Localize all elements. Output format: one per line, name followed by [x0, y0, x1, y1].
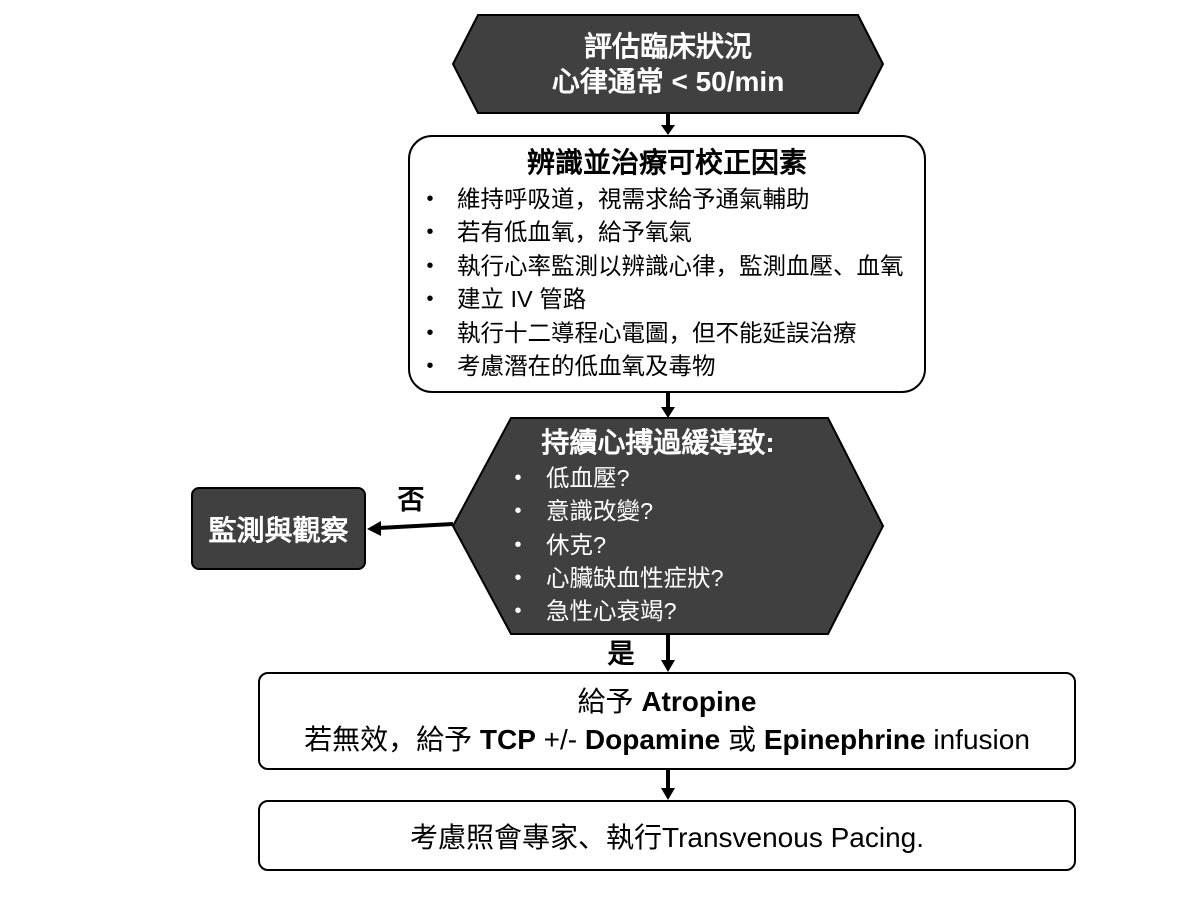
correctable-factor-item: 維持呼吸道，視需求給予通氣輔助: [420, 183, 904, 217]
decision-criterion-item: 急性心衰竭?: [508, 595, 724, 629]
no-branch-label: 否: [397, 485, 425, 515]
arrow-head: [661, 660, 675, 672]
drug-name-epinephrine: Epinephrine: [763, 724, 926, 755]
decision-criterion-item: 休克?: [508, 529, 724, 563]
arrow-decision-no-to-monitor: [367, 521, 454, 536]
correctable-factors-box: 辨識並治療可校正因素 維持呼吸道，視需求給予通氣輔助 若有低血氧，給予氧氣 執行…: [408, 135, 926, 393]
decision-title: 持續心搏過緩導致:: [541, 427, 775, 458]
arrow-head: [661, 788, 675, 800]
correctable-factor-item: 若有低血氧，給予氧氣: [420, 216, 904, 250]
arrow-start-to-correctable: [661, 113, 675, 135]
arrow-treatment-to-referral: [661, 770, 675, 800]
correctable-factor-item: 執行十二導程心電圖，但不能延誤治療: [420, 317, 904, 351]
correctable-factor-item: 執行心率監測以辨識心律，監測血壓、血氧: [420, 250, 904, 284]
treatment-text: infusion: [925, 724, 1030, 755]
decision-criterion-item: 心臟缺血性症狀?: [508, 562, 724, 596]
treatment-text: +/-: [535, 724, 585, 755]
arrow-head: [367, 521, 381, 536]
arrow-shaft: [378, 522, 454, 530]
correctable-factor-item: 建立 IV 管路: [420, 283, 904, 317]
correctable-factor-item: 考慮潛在的低血氧及毒物: [420, 350, 904, 384]
drug-name-atropine: Atropine: [641, 686, 757, 717]
arrow-head: [661, 125, 675, 135]
treatment-text: 給予: [577, 686, 642, 717]
referral-text: 考慮照會專家、執行Transvenous Pacing.: [410, 821, 924, 853]
treatment-fallback-line: 若無效，給予 TCP +/- Dopamine 或 Epinephrine in…: [304, 721, 1030, 759]
start-rhythm-criterion: 心律通常 < 50/min: [551, 66, 785, 97]
drug-name-dopamine: Dopamine: [584, 724, 721, 755]
correctable-factors-title: 辨識並治療可校正因素: [526, 147, 807, 178]
treatment-first-line: 給予 Atropine: [578, 683, 757, 721]
decision-criterion-item: 低血壓?: [508, 462, 724, 496]
decision-criterion-item: 意識改變?: [508, 495, 724, 529]
start-title: 評估臨床狀況: [583, 31, 752, 62]
yes-branch-label: 是: [607, 639, 635, 669]
correctable-factors-list: 維持呼吸道，視需求給予通氣輔助 若有低血氧，給予氧氣 執行心率監測以辨識心律，監…: [420, 183, 904, 384]
monitor-observe-label: 監測與觀察: [208, 514, 349, 546]
referral-box: 考慮照會專家、執行Transvenous Pacing.: [258, 800, 1076, 871]
therapy-name-tcp: TCP: [479, 724, 536, 755]
arrow-correctable-to-decision: [661, 393, 675, 418]
monitor-observe-box: 監測與觀察: [191, 487, 366, 570]
arrow-decision-yes-to-treatment: [661, 634, 675, 672]
treatment-text: 若無效，給予: [304, 724, 480, 755]
decision-criteria-list: 低血壓? 意識改變? 休克? 心臟缺血性症狀? 急性心衰竭?: [508, 462, 724, 629]
treatment-text: 或: [720, 724, 764, 755]
start-node-text: 評估臨床狀況 心律通常 < 50/min: [453, 29, 883, 99]
arrow-head: [661, 407, 675, 418]
treatment-box: 給予 Atropine 若無效，給予 TCP +/- Dopamine 或 Ep…: [258, 672, 1076, 770]
start-hexagon: [451, 14, 885, 114]
